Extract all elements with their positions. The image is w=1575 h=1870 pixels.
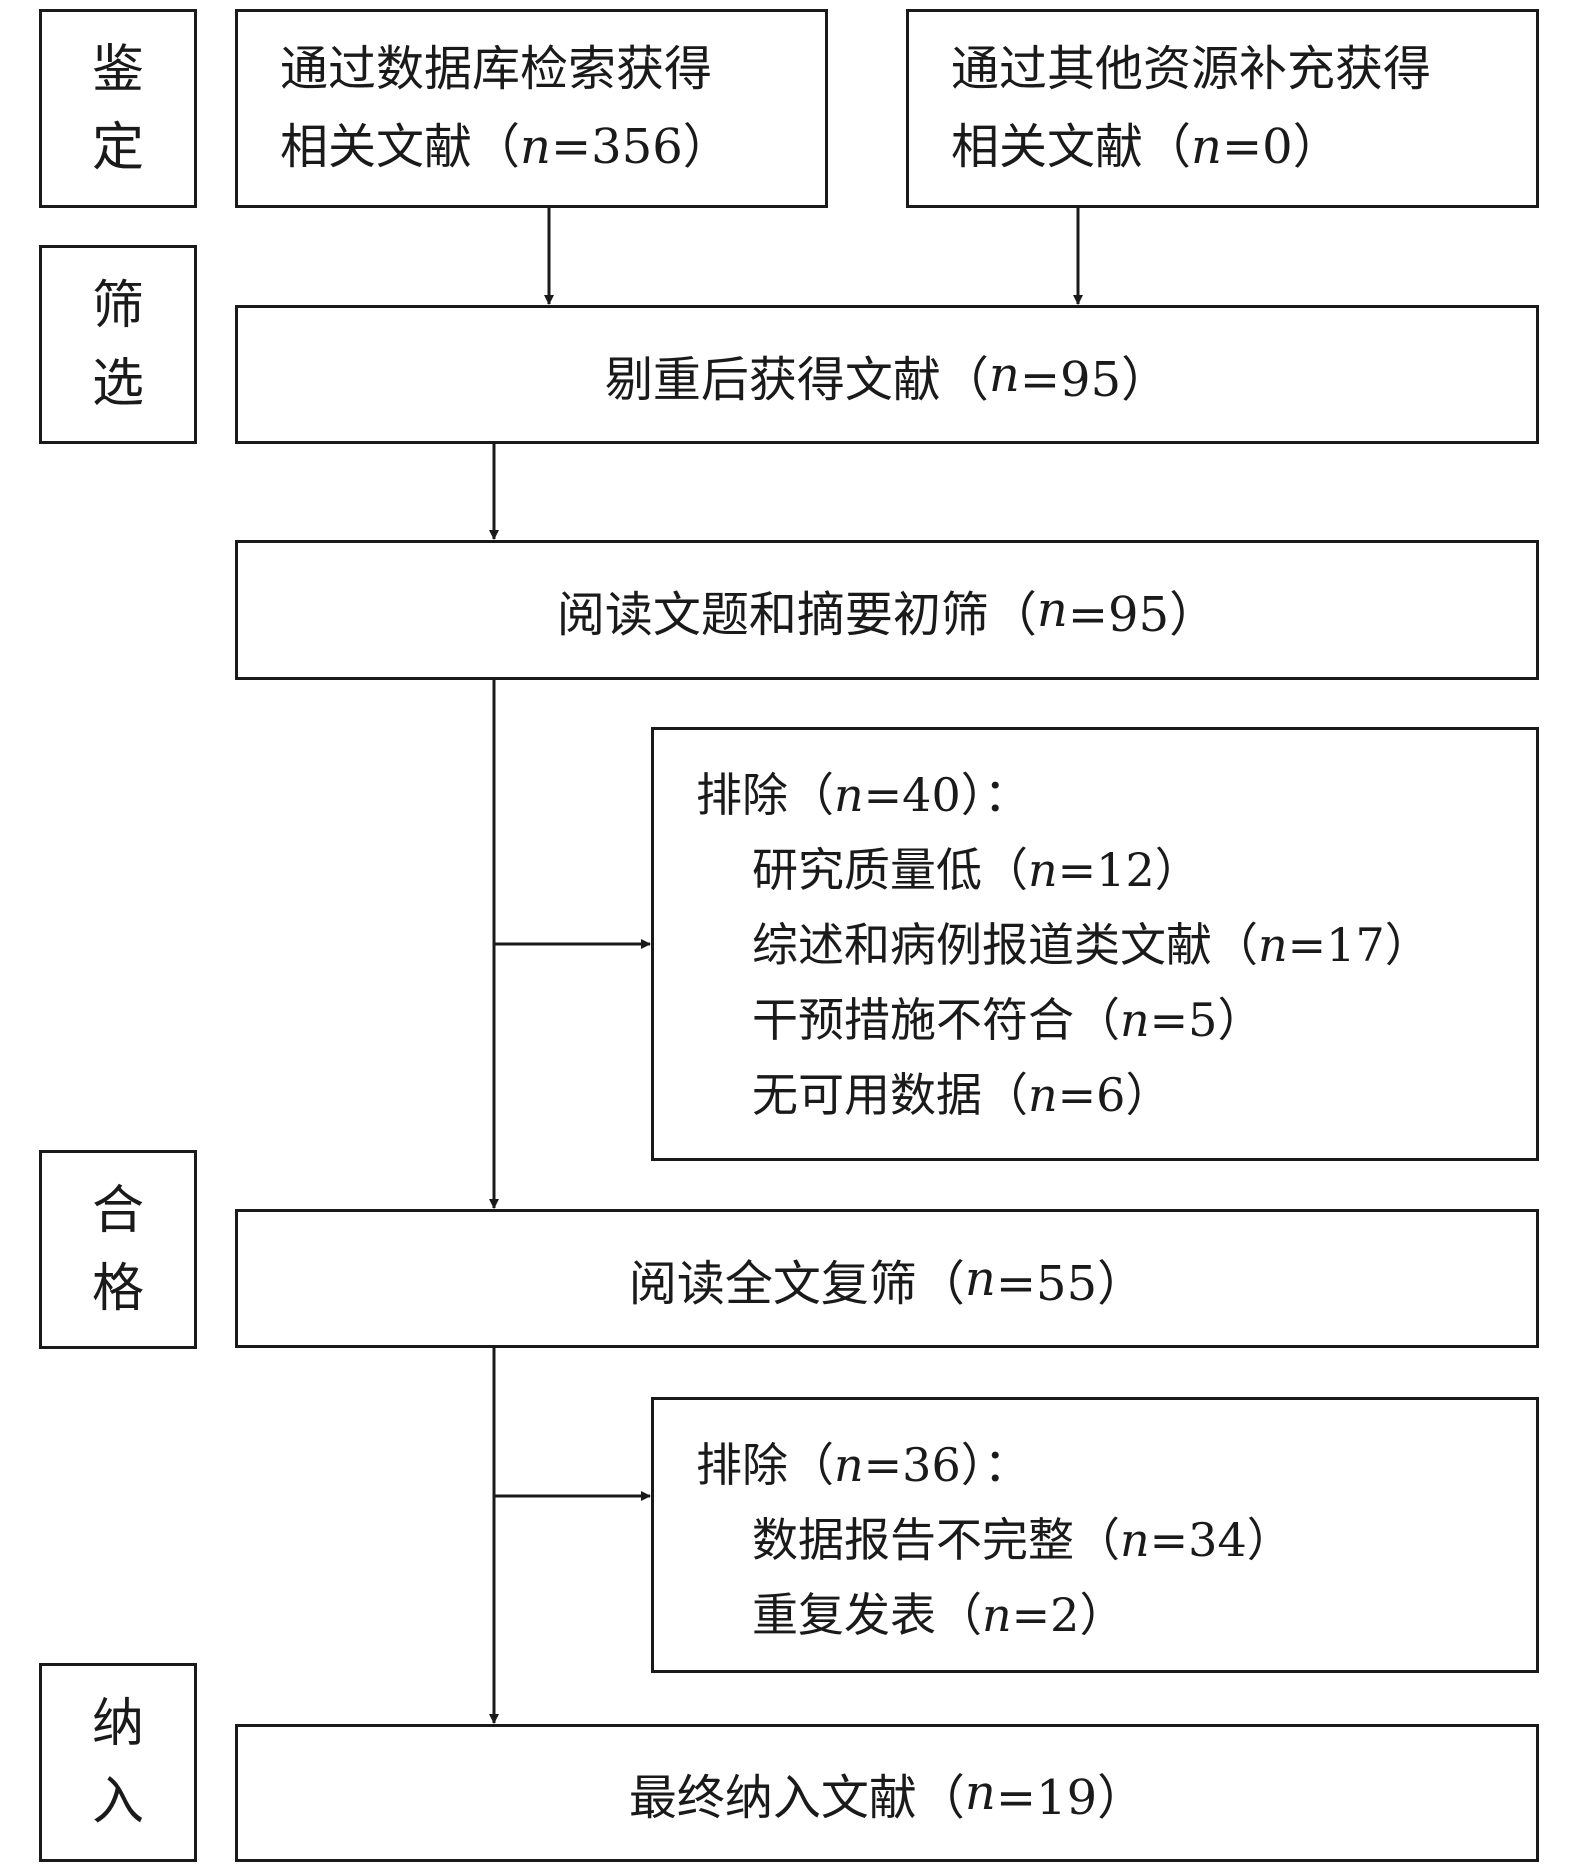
- exclusion-1-item: 干预措施不符合（n=5）: [752, 993, 1264, 1047]
- database-line-2: 相关文献（n=356）: [280, 119, 731, 175]
- stage-label-screening: 筛 选: [39, 245, 197, 444]
- stage-label-included: 纳 入: [39, 1663, 197, 1862]
- other-line-2: 相关文献（n=0）: [951, 119, 1341, 175]
- exclusion-1-item: 无可用数据（n=6）: [752, 1068, 1172, 1122]
- other-sources-box: 通过其他资源补充获得 相关文献（n=0）: [906, 9, 1539, 208]
- exclusion-box-1: 排除（n=40）： 研究质量低（n=12） 综述和病例报道类文献（n=17） 干…: [651, 727, 1539, 1161]
- exclusion-1-item: 研究质量低（n=12）: [752, 843, 1201, 897]
- stage-char: 入: [91, 1771, 144, 1832]
- stage-label-eligibility: 合 格: [39, 1150, 197, 1349]
- stage-label-identification: 鉴 定: [39, 9, 197, 208]
- stage-char: 格: [91, 1258, 144, 1319]
- stage-char: 选: [91, 353, 144, 414]
- exclusion-box-2: 排除（n=36）： 数据报告不完整（n=34） 重复发表（n=2）: [651, 1397, 1539, 1673]
- exclusion-2-item: 数据报告不完整（n=34）: [752, 1513, 1293, 1567]
- stage-char: 鉴: [91, 39, 144, 100]
- database-line-1: 通过数据库检索获得: [280, 41, 713, 97]
- other-line-1: 通过其他资源补充获得: [951, 41, 1432, 97]
- exclusion-2-item: 重复发表（n=2）: [752, 1588, 1126, 1642]
- final-included-box: 最终纳入文献（n=19）: [235, 1724, 1539, 1862]
- fulltext-screening-box: 阅读全文复筛（n=55）: [235, 1209, 1539, 1348]
- title-abstract-screening-box: 阅读文题和摘要初筛（n=95）: [235, 540, 1539, 680]
- exclusion-2-heading: 排除（n=36）：: [696, 1438, 1030, 1492]
- exclusion-1-item: 综述和病例报道类文献（n=17）: [752, 918, 1431, 972]
- exclusion-1-heading: 排除（n=40）：: [696, 768, 1030, 822]
- stage-char: 定: [91, 117, 144, 178]
- dedup-box: 剔重后获得文献（n=95）: [235, 305, 1539, 444]
- stage-char: 纳: [91, 1693, 144, 1754]
- database-search-box: 通过数据库检索获得 相关文献（n=356）: [235, 9, 828, 208]
- stage-char: 筛: [91, 275, 144, 336]
- stage-char: 合: [91, 1180, 144, 1241]
